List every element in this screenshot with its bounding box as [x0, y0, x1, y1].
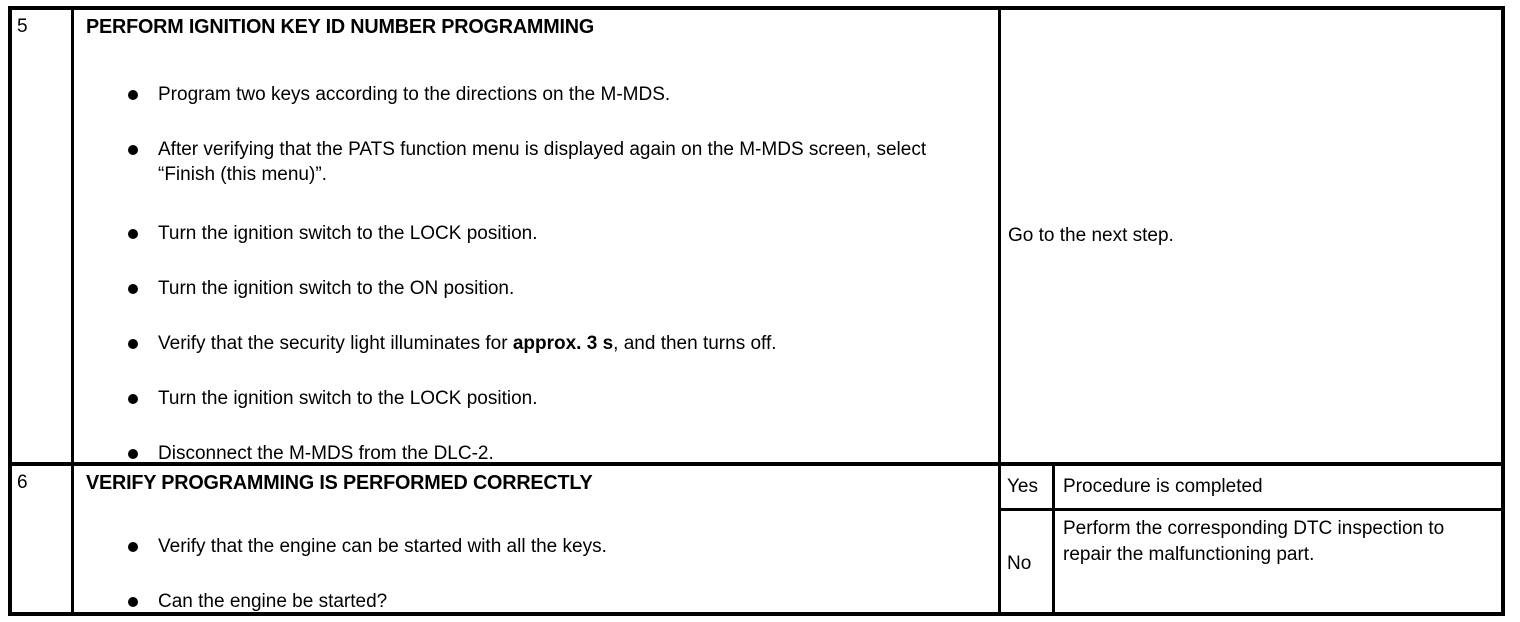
- result-answer-yes: Yes Procedure is completed: [1001, 466, 1501, 511]
- step-bullet-list: Program two keys according to the direct…: [74, 10, 998, 464]
- answer-label-yes: Yes: [1001, 466, 1055, 508]
- step-content-cell: PERFORM IGNITION KEY ID NUMBER PROGRAMMI…: [74, 10, 1001, 464]
- list-item-text-mixed: Verify that the security light illuminat…: [158, 331, 988, 356]
- bullet-dot-icon: [128, 90, 138, 100]
- list-item: Verify that the engine can be started wi…: [128, 534, 988, 559]
- list-item-text: Disconnect the M-MDS from the DLC-2.: [158, 443, 494, 464]
- table-row-step-5: 5 PERFORM IGNITION KEY ID NUMBER PROGRAM…: [12, 10, 1501, 466]
- list-item-text: Can the engine be started?: [158, 591, 388, 612]
- bullet-dot-icon: [128, 449, 138, 459]
- list-item: Disconnect the M-MDS from the DLC-2.: [128, 441, 988, 466]
- list-item: After verifying that the PATS function m…: [128, 137, 988, 187]
- step-number-cell: 6: [12, 466, 74, 616]
- list-item-text: Turn the ignition switch to the LOCK pos…: [158, 388, 538, 409]
- list-item: Can the engine be started?: [128, 589, 988, 614]
- list-item: Turn the ignition switch to the LOCK pos…: [128, 386, 988, 411]
- list-item: Turn the ignition switch to the ON posit…: [128, 276, 988, 301]
- step-title: PERFORM IGNITION KEY ID NUMBER PROGRAMMI…: [86, 15, 595, 38]
- result-text: Go to the next step.: [1008, 225, 1174, 246]
- list-item-text: After verifying that the PATS function m…: [158, 139, 927, 185]
- list-item-text-pre: Verify that the security light illuminat…: [158, 333, 513, 354]
- table-row-step-6: 6 VERIFY PROGRAMMING IS PERFORMED CORREC…: [12, 466, 1501, 616]
- bullet-dot-icon: [128, 597, 138, 607]
- bullet-dot-icon: [128, 229, 138, 239]
- list-item-text: Turn the ignition switch to the ON posit…: [158, 278, 515, 299]
- bullet-dot-icon: [128, 145, 138, 155]
- step-result-cell: Go to the next step.: [1001, 10, 1501, 462]
- answer-text-yes: Procedure is completed: [1063, 476, 1263, 497]
- bullet-dot-icon: [128, 542, 138, 552]
- answer-text-no: Perform the corresponding DTC inspection…: [1063, 518, 1445, 565]
- step-bullet-list: Verify that the engine can be started wi…: [74, 466, 998, 616]
- list-item-text: Turn the ignition switch to the LOCK pos…: [158, 223, 538, 244]
- list-item-text-emphasis: approx. 3 s: [512, 333, 614, 354]
- answer-label-no: No: [1001, 511, 1055, 616]
- list-item-text: Verify that the engine can be started wi…: [158, 536, 607, 557]
- step-result-cell: Yes Procedure is completed No Perform th…: [1001, 466, 1501, 616]
- step-content-cell: VERIFY PROGRAMMING IS PERFORMED CORRECTL…: [74, 466, 1001, 616]
- list-item: Verify that the security light illuminat…: [128, 331, 988, 356]
- list-item-text: Program two keys according to the direct…: [158, 84, 671, 105]
- diagnostic-procedure-table: 5 PERFORM IGNITION KEY ID NUMBER PROGRAM…: [8, 6, 1505, 616]
- list-item-text-post: , and then turns off.: [613, 333, 777, 354]
- bullet-dot-icon: [128, 284, 138, 294]
- step-title: VERIFY PROGRAMMING IS PERFORMED CORRECTL…: [86, 471, 593, 494]
- bullet-dot-icon: [128, 394, 138, 404]
- step-number-cell: 5: [12, 10, 74, 462]
- result-answer-no: No Perform the corresponding DTC inspect…: [1001, 511, 1501, 616]
- list-item: Turn the ignition switch to the LOCK pos…: [128, 221, 988, 246]
- bullet-dot-icon: [128, 339, 138, 349]
- list-item: Program two keys according to the direct…: [128, 82, 988, 107]
